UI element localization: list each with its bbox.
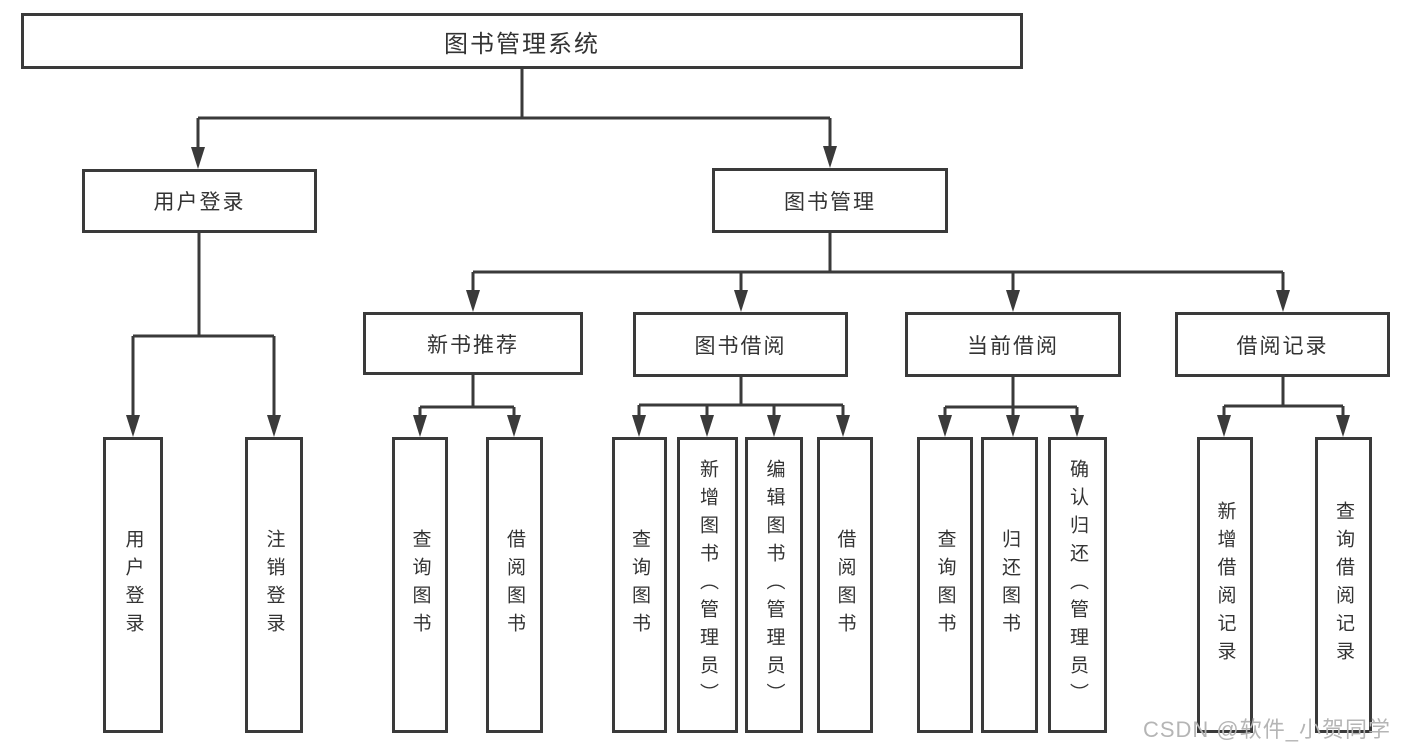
node-root: 图书管理系统 [21,13,1023,69]
node-current-borrow: 当前借阅 [905,312,1121,377]
leaf-rec-query-book: 查询图书 [392,437,448,733]
leaf-rec-query-book-label: 查询图书 [409,529,431,641]
leaf-rec-borrow-book-label: 借阅图书 [504,529,525,641]
leaf-br-query-record: 查询借阅记录 [1315,437,1372,733]
leaf-bb-borrow-book-label: 借阅图书 [834,529,856,641]
node-book-management-label: 图书管理 [784,190,876,214]
leaf-logout: 注销登录 [245,437,303,733]
leaf-br-add-record-label: 新增借阅记录 [1214,501,1236,669]
leaf-cb-return-book: 归还图书 [981,437,1038,733]
node-book-borrow-label: 图书借阅 [694,334,787,358]
leaf-rec-borrow-book: 借阅图书 [486,437,543,733]
leaf-cb-confirm-return-admin: 确认归还（管理员） [1048,437,1107,733]
leaf-bb-borrow-book: 借阅图书 [817,437,873,733]
leaf-bb-query-book: 查询图书 [612,437,667,733]
leaf-bb-edit-book-admin: 编辑图书（管理员） [745,437,803,733]
leaf-bb-add-book-admin-label: 新增图书（管理员） [697,459,718,711]
node-user-login: 用户登录 [82,169,317,233]
leaf-bb-add-book-admin: 新增图书（管理员） [677,437,738,733]
node-new-book-recommend-label: 新书推荐 [427,333,519,357]
csdn-watermark: CSDN @软件_小贺同学 [1142,717,1391,742]
leaf-user-login-label: 用户登录 [122,529,144,641]
node-borrow-record-label: 借阅记录 [1236,334,1329,358]
leaf-cb-query-book: 查询图书 [917,437,973,733]
node-user-login-label: 用户登录 [153,191,246,214]
leaf-br-add-record: 新增借阅记录 [1197,437,1253,733]
leaf-cb-query-book-label: 查询图书 [934,529,956,641]
leaf-bb-query-book-label: 查询图书 [629,529,650,641]
leaf-user-login: 用户登录 [103,437,163,733]
leaf-cb-confirm-return-admin-label: 确认归还（管理员） [1067,459,1088,711]
node-new-book-recommend: 新书推荐 [363,312,583,375]
leaf-cb-return-book-label: 归还图书 [999,529,1020,641]
node-borrow-record: 借阅记录 [1175,312,1390,377]
node-current-borrow-label: 当前借阅 [967,334,1059,358]
node-root-label: 图书管理系统 [444,30,600,58]
leaf-bb-edit-book-admin-label: 编辑图书（管理员） [763,459,785,711]
node-book-management: 图书管理 [712,168,948,233]
node-book-borrow: 图书借阅 [633,312,848,377]
leaf-br-query-record-label: 查询借阅记录 [1333,501,1354,669]
leaf-logout-label: 注销登录 [263,529,285,641]
